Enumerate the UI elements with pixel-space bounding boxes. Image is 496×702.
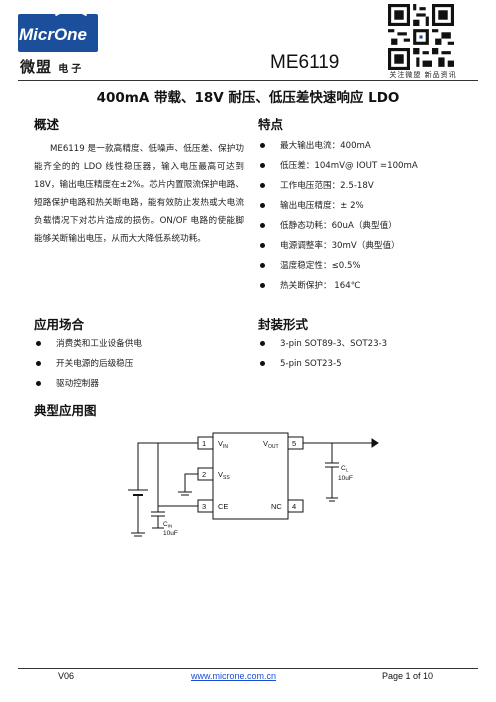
list-item: 输出电压精度：± 2% [258,196,418,216]
applications-heading: 应用场合 [34,317,85,332]
vout-label: VOUT [263,439,279,450]
list-item: 热关断保护： 164℃ [258,276,418,296]
logo-cn-main: 微盟 [20,58,53,76]
header-divider [18,80,478,81]
footer-version: V06 [58,671,75,681]
nc-label: NC [271,502,282,511]
logo-arc-icon [50,10,92,36]
packages-list: 3-pin SOT89-3、SOT23-3 5-pin SOT23-5 [258,334,387,374]
cin-label: CIN [163,521,172,529]
packages-heading: 封装形式 [258,317,309,332]
cl-label: CL [341,465,349,473]
list-item: 低压差：104mV@ IOUT =100mA [258,156,418,176]
ce-label: CE [218,502,228,511]
typical-app-heading: 典型应用图 [34,403,97,418]
pin-4-label: 4 [292,502,296,511]
overview-text: ME6119 是一款高精度、低噪声、低压差、保护功能齐全的的 LDO 线性稳压器… [34,144,244,244]
pin-2-label: 2 [202,470,206,479]
features-heading: 特点 [258,117,284,132]
list-item: 温度稳定性：≤0.5% [258,256,418,276]
pin-1-label: 1 [202,439,206,448]
footer-page-number: Page 1 of 10 [382,671,434,681]
model-number: ME6119 [270,52,340,73]
pin-3-label: 3 [202,502,206,511]
applications-list: 消费类和工业设备供电 开关电源的后级稳压 驱动控制器 [34,334,142,394]
list-item: 工作电压范围：2.5-18V [258,176,418,196]
footer-website-link[interactable]: www.microne.com.cn [191,671,277,681]
logo-chinese: 微盟 电子 [20,56,84,77]
typical-application-circuit: 1 2 3 5 4 VIN VSS CE VOUT NC CIN 10uF CL… [128,432,379,537]
qr-caption: 关注微盟 新品资讯 [389,71,457,79]
list-item: 消费类和工业设备供电 [34,334,142,354]
pin-5-label: 5 [292,439,296,448]
vss-label: VSS [218,470,230,481]
list-item: 低静态功耗：60uA（典型值） [258,216,418,236]
footer-divider [18,668,478,669]
vin-label: VIN [218,439,228,450]
document-title: 400mA 带载、18V 耐压、低压差快速响应 LDO [96,90,400,106]
logo-latin: MicrOne [19,25,88,44]
list-item: 5-pin SOT23-5 [258,354,387,374]
cin-value: 10uF [163,530,178,537]
qr-code-icon[interactable] [388,4,454,70]
overview-heading: 概述 [34,117,60,132]
list-item: 开关电源的后级稳压 [34,354,142,374]
list-item: 驱动控制器 [34,374,142,394]
cl-value: 10uF [338,475,353,482]
logo-cn-suffix: 电子 [58,64,85,75]
features-list: 最大输出电流：400mA 低压差：104mV@ IOUT =100mA 工作电压… [258,136,418,296]
list-item: 最大输出电流：400mA [258,136,418,156]
list-item: 3-pin SOT89-3、SOT23-3 [258,334,387,354]
list-item: 电源调整率：30mV（典型值） [258,236,418,256]
